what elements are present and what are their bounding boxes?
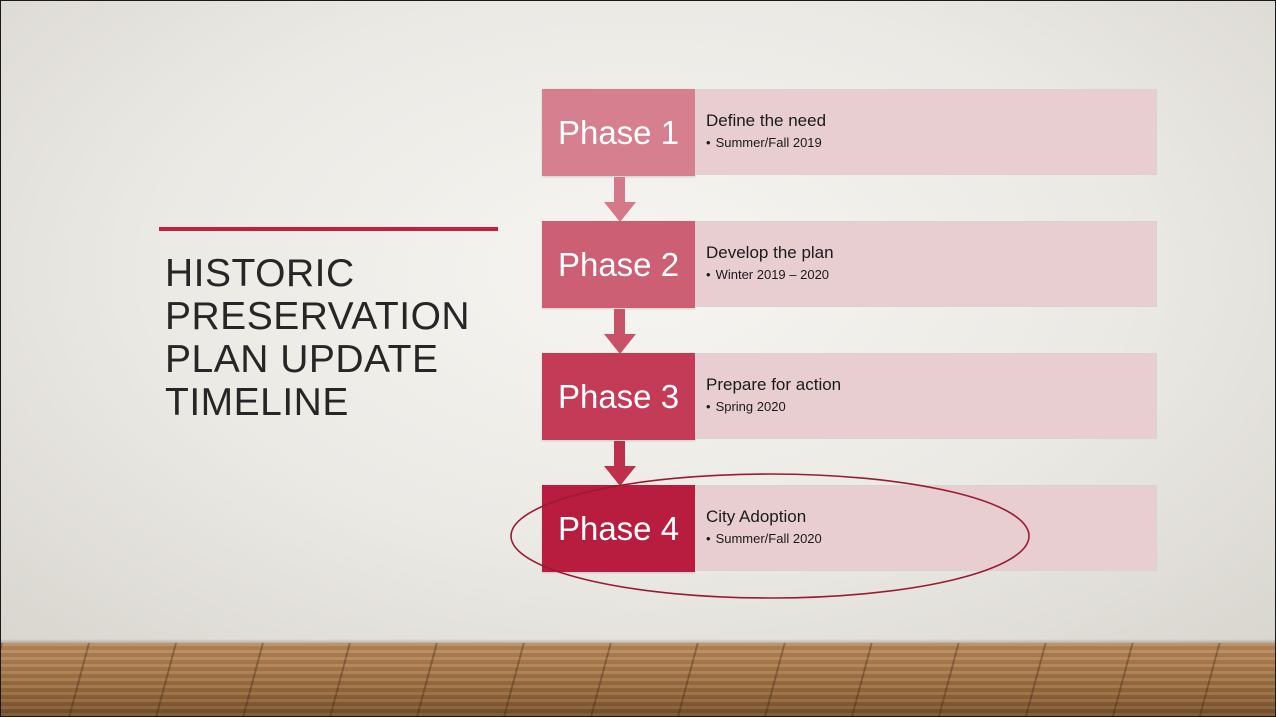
title-line: TIMELINE bbox=[165, 381, 349, 424]
title-line: HISTORIC bbox=[165, 252, 355, 295]
phase-2-bullet: • Winter 2019 – 2020 bbox=[706, 267, 1156, 283]
wood-floor bbox=[1, 643, 1275, 716]
phase-3-label-box: Phase 3 bbox=[542, 353, 695, 440]
phase-3-label: Phase 3 bbox=[557, 377, 680, 415]
phase-4-label: Phase 4 bbox=[557, 509, 680, 547]
phase-1-label-box: Phase 1 bbox=[542, 89, 695, 176]
phase-1-bullet: • Summer/Fall 2019 bbox=[706, 135, 1156, 151]
phase-row-1: Phase 1 Define the need • Summer/Fall 201… bbox=[542, 89, 1157, 176]
title-line: PRESERVATION bbox=[165, 295, 471, 338]
down-arrow-2 bbox=[604, 309, 636, 354]
bullet-dot: • bbox=[706, 531, 711, 546]
phase-3-bullet: • Spring 2020 bbox=[706, 399, 1156, 415]
phase-4-heading: City Adoption bbox=[706, 507, 807, 526]
phase-1-heading: Define the need bbox=[706, 111, 827, 130]
arrow-head bbox=[604, 466, 636, 486]
phase-4-bullet-text: Summer/Fall 2020 bbox=[715, 531, 822, 546]
bullet-dot: • bbox=[706, 399, 711, 414]
phase-2-bullet-text: Winter 2019 – 2020 bbox=[715, 267, 830, 282]
arrow-shaft bbox=[614, 441, 625, 466]
bullet-dot: • bbox=[706, 267, 711, 282]
slide-title: HISTORIC PRESERVATION PLAN UPDATE TIMELI… bbox=[165, 252, 505, 424]
arrow-shaft bbox=[614, 309, 625, 334]
phase-1-description: Define the need • Summer/Fall 2019 bbox=[695, 89, 1157, 175]
phase-3-bullet-text: Spring 2020 bbox=[715, 399, 786, 414]
title-line: PLAN UPDATE bbox=[165, 338, 439, 381]
arrow-head bbox=[604, 202, 636, 222]
phase-2-label-box: Phase 2 bbox=[542, 221, 695, 308]
floor-shadow bbox=[1, 639, 1275, 645]
arrow-head bbox=[604, 334, 636, 354]
phase-2-label: Phase 2 bbox=[557, 245, 680, 283]
phase-4-description: City Adoption • Summer/Fall 2020 bbox=[695, 485, 1157, 571]
phase-row-4: Phase 4 City Adoption • Summer/Fall 2020 bbox=[542, 485, 1157, 572]
phase-3-heading: Prepare for action bbox=[706, 375, 842, 394]
phase-row-2: Phase 2 Develop the plan • Winter 2019 – … bbox=[542, 221, 1157, 308]
down-arrow-1 bbox=[604, 177, 636, 222]
phase-2-heading: Develop the plan bbox=[706, 243, 834, 262]
down-arrow-3 bbox=[604, 441, 636, 486]
phase-1-label: Phase 1 bbox=[557, 113, 680, 151]
phase-4-label-box: Phase 4 bbox=[542, 485, 695, 572]
phase-row-3: Phase 3 Prepare for action • Spring 2020 bbox=[542, 353, 1157, 440]
bullet-dot: • bbox=[706, 135, 711, 150]
arrow-shaft bbox=[614, 177, 625, 202]
phase-1-bullet-text: Summer/Fall 2019 bbox=[715, 135, 822, 150]
title-accent-rule bbox=[159, 227, 498, 231]
phase-3-description: Prepare for action • Spring 2020 bbox=[695, 353, 1157, 439]
phase-4-bullet: • Summer/Fall 2020 bbox=[706, 531, 1156, 547]
phase-2-description: Develop the plan • Winter 2019 – 2020 bbox=[695, 221, 1157, 307]
